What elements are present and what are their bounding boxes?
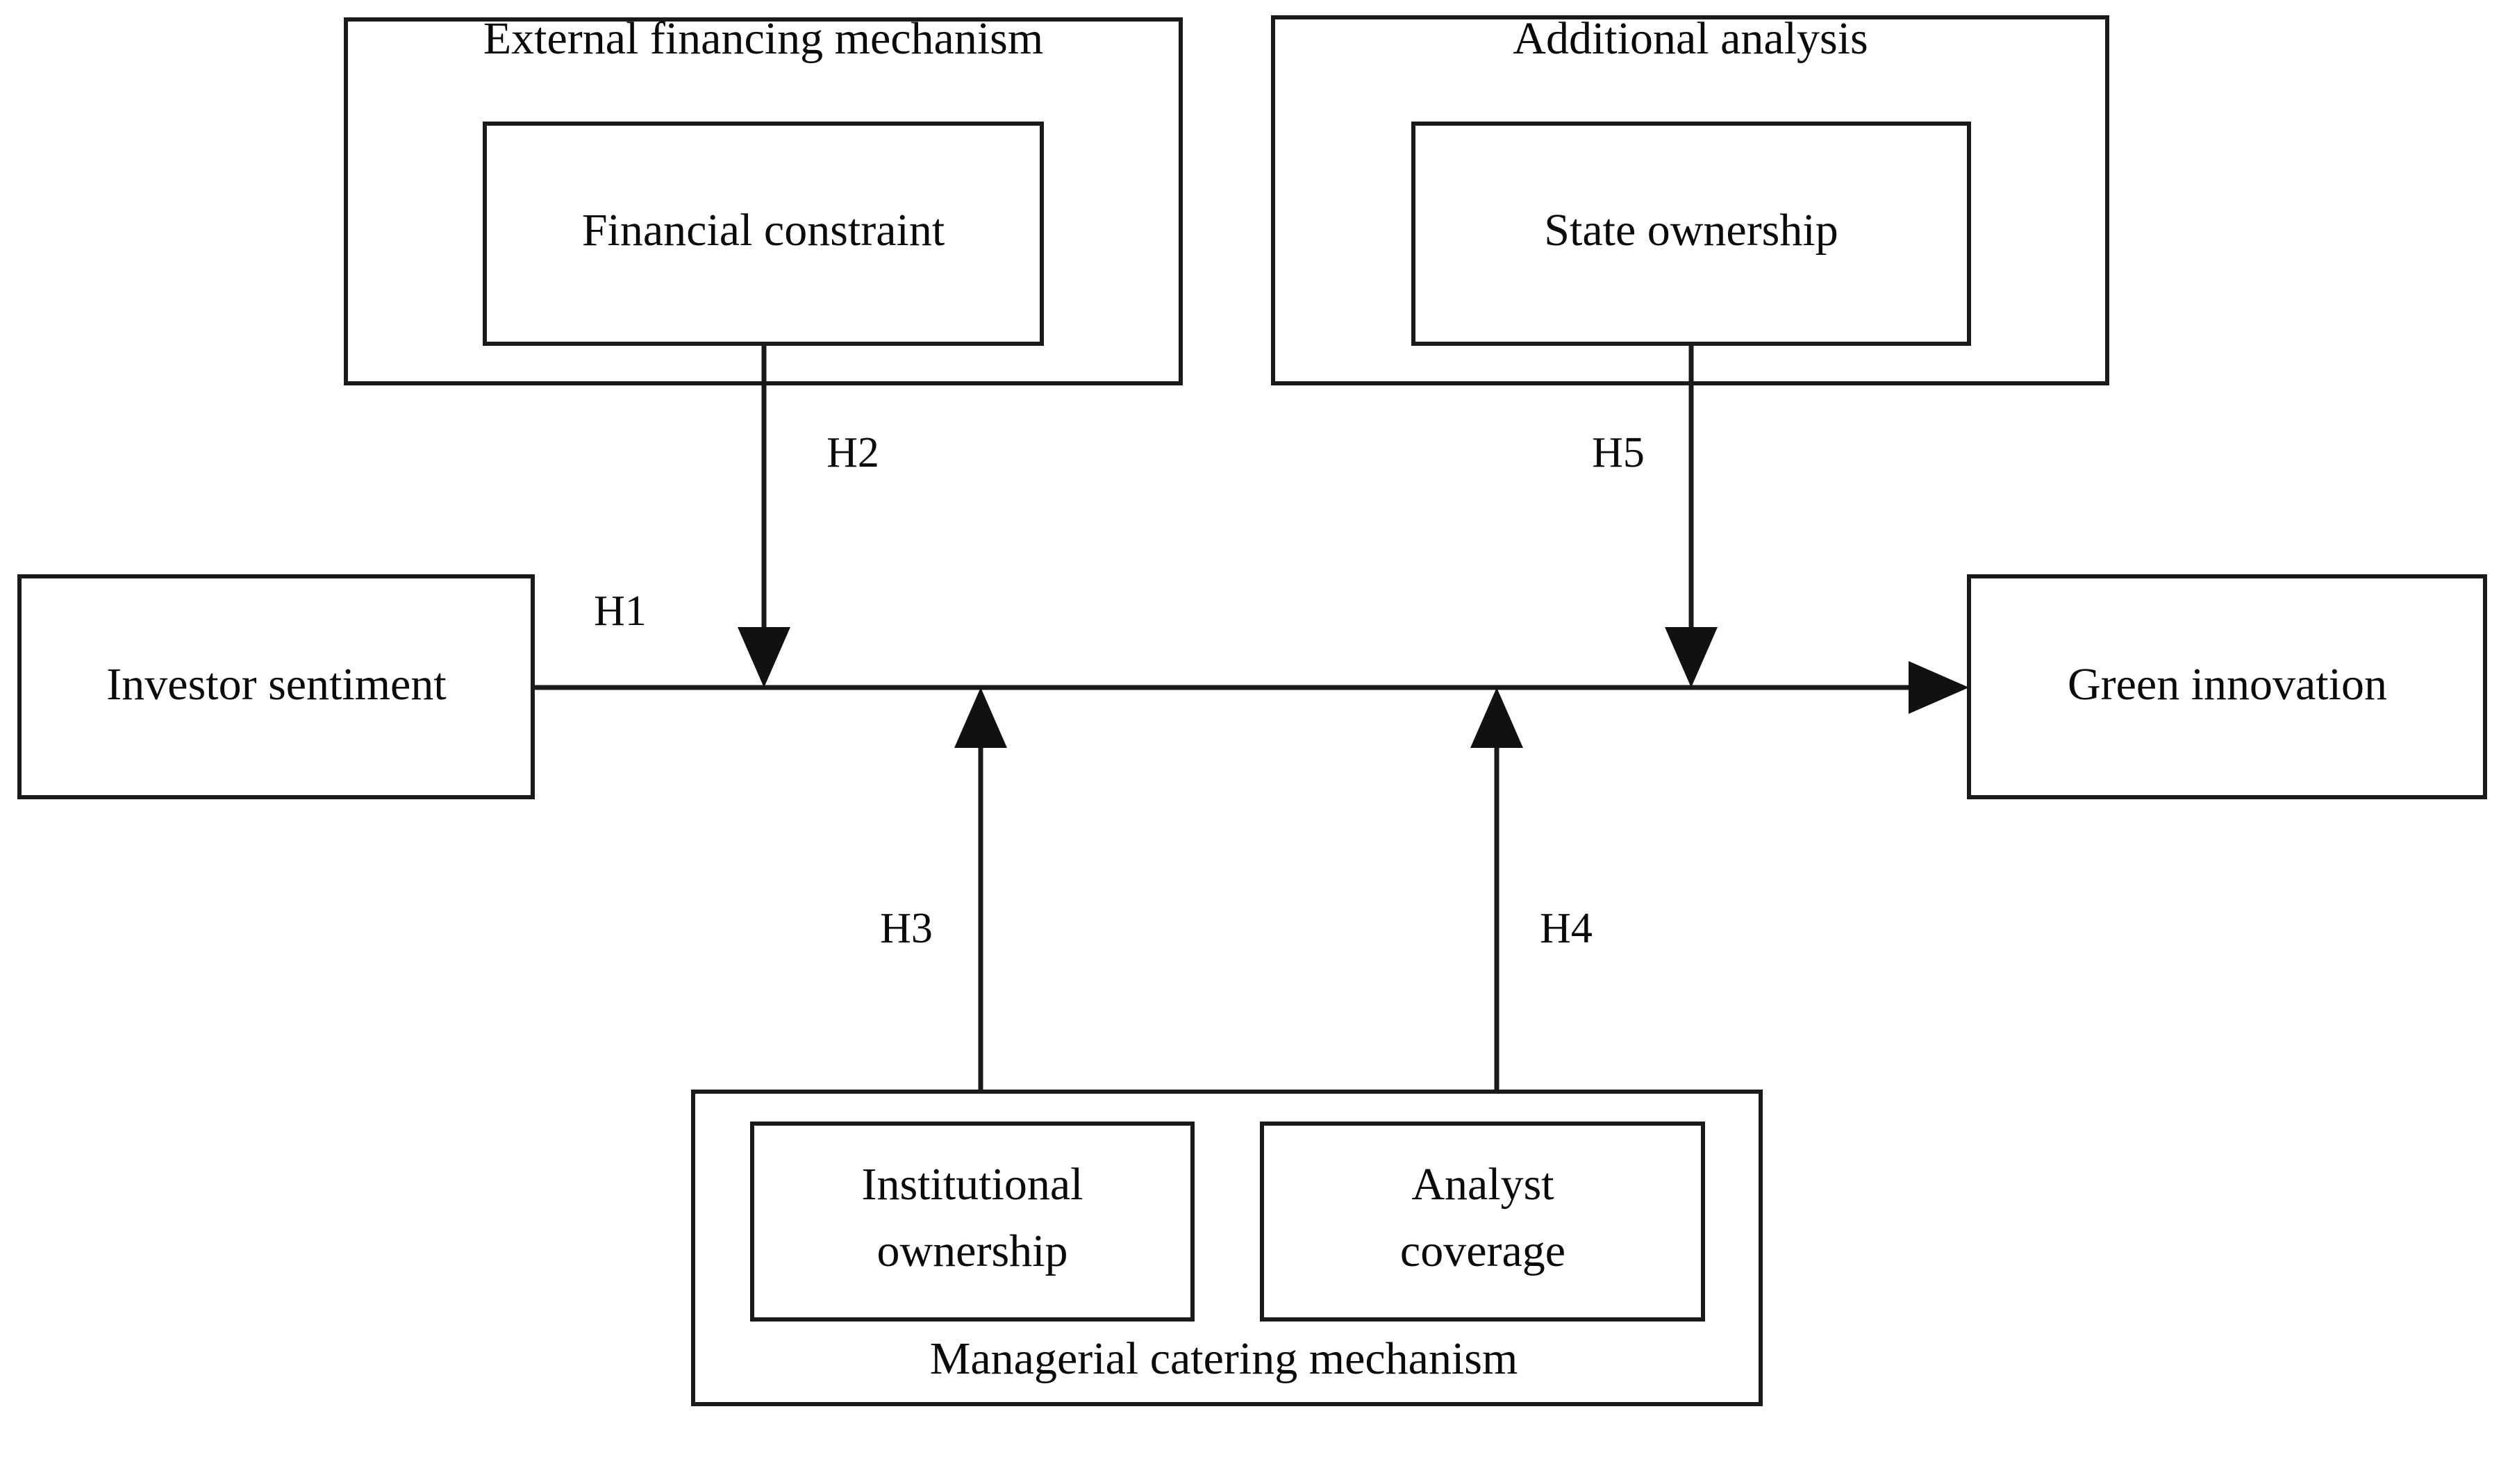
investor-sentiment-box[interactable] [17, 574, 535, 799]
external-financing-label: External financing mechanism [483, 13, 1043, 64]
h1-label: H1 [594, 587, 647, 635]
green-innovation-box[interactable] [1967, 574, 2487, 799]
h5-arrow-head [1665, 627, 1718, 687]
analyst-coverage-box[interactable] [1260, 1122, 1705, 1322]
group-additional-analysis[interactable]: Additional analysis State ownership [1271, 13, 2109, 385]
h4-label: H4 [1540, 905, 1593, 952]
group-managerial-catering[interactable]: Institutional ownership Analyst coverage… [691, 1090, 1763, 1406]
arrow-h1[interactable]: H1 [533, 587, 1969, 714]
group-external-financing[interactable]: External financing mechanism Financial c… [344, 13, 1183, 385]
node-investor-sentiment[interactable]: Investor sentiment [17, 574, 535, 799]
node-green-innovation[interactable]: Green innovation [1967, 574, 2487, 799]
arrow-h2[interactable]: H2 [738, 344, 879, 687]
arrow-h3[interactable]: H3 [880, 687, 1007, 1124]
investor-sentiment-label: Investor sentiment [106, 659, 446, 710]
h2-arrow-head [738, 627, 790, 687]
institutional-ownership-label-line1: Institutional [862, 1159, 1083, 1210]
additional-analysis-label: Additional analysis [1513, 13, 1868, 64]
arrow-h4[interactable]: H4 [1470, 687, 1593, 1124]
arrow-h5[interactable]: H5 [1592, 344, 1718, 687]
analyst-coverage-label-line1: Analyst [1411, 1159, 1554, 1210]
h3-arrow-head [954, 687, 1007, 748]
h5-label: H5 [1592, 429, 1645, 476]
institutional-ownership-label-line2: ownership [877, 1226, 1068, 1276]
h4-arrow-head [1470, 687, 1523, 748]
managerial-catering-label: Managerial catering mechanism [930, 1333, 1518, 1384]
state-ownership-box[interactable] [1411, 122, 1971, 346]
green-innovation-label: Green innovation [2068, 659, 2387, 710]
institutional-ownership-box[interactable] [750, 1122, 1195, 1322]
h1-arrow-head [1909, 661, 1969, 714]
financial-constraint-label: Financial constraint [582, 205, 945, 256]
h3-label: H3 [880, 905, 933, 952]
state-ownership-label: State ownership [1544, 205, 1838, 256]
analyst-coverage-label-line2: coverage [1400, 1226, 1565, 1276]
financial-constraint-box[interactable] [483, 122, 1044, 346]
h2-label: H2 [826, 429, 879, 476]
